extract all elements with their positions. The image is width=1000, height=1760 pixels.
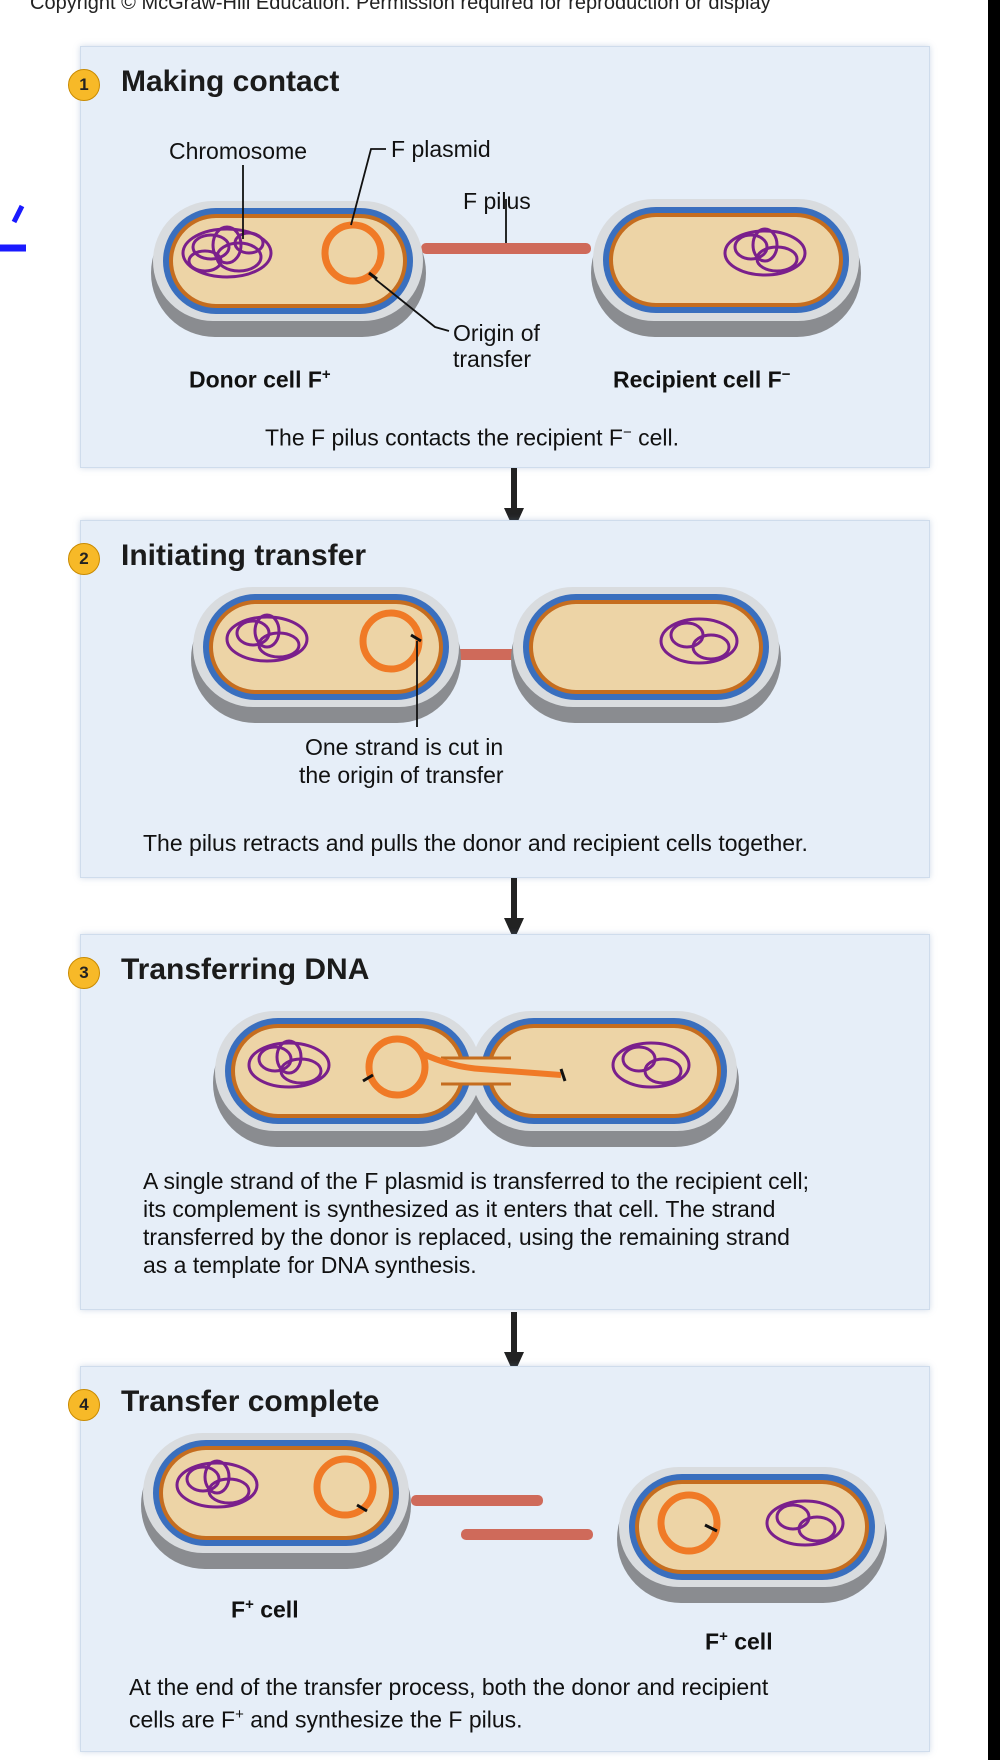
- arrow-down-icon: [504, 878, 524, 940]
- f-plasmid: [321, 221, 385, 285]
- step-2-caption: The pilus retracts and pulls the donor a…: [143, 830, 808, 856]
- donor-cell: [151, 201, 426, 337]
- pilus-fragment-upper: [411, 1495, 543, 1506]
- step-1-caption: The F pilus contacts the recipient F− ce…: [265, 424, 679, 451]
- left-cell: [141, 1433, 411, 1569]
- label-origin-line1: Origin of: [453, 320, 540, 346]
- arrow-down-icon: [504, 468, 524, 530]
- step-3-caption-line2: its complement is synthesized as it ente…: [143, 1196, 776, 1222]
- f-plasmid: [365, 1035, 429, 1099]
- step-2-panel: 2 Initiating transfer: [68, 520, 930, 878]
- step-1-title: Making contact: [121, 65, 340, 98]
- joined-cells: [213, 1011, 739, 1147]
- recipient-cell: [591, 199, 861, 337]
- step-1-illustration: [151, 148, 861, 337]
- recipient-cell: [511, 587, 781, 723]
- step-2-illustration: [191, 587, 781, 727]
- step-4-caption-line1: At the end of the transfer process, both…: [129, 1674, 769, 1700]
- step-4-badge: 4: [68, 1389, 100, 1421]
- pilus-fragment-lower: [461, 1529, 593, 1540]
- step-1-panel: 1 Making contact: [68, 46, 930, 468]
- retracted-pilus: [451, 649, 517, 660]
- step-4-illustration: [141, 1433, 887, 1603]
- label-left-f-plus-cell: F+ cell: [231, 1596, 299, 1623]
- origin-mark: [368, 271, 378, 281]
- step-1-badge: 1: [68, 69, 100, 101]
- step-3-badge: 3: [68, 957, 100, 989]
- step-2-badge: 2: [68, 543, 100, 575]
- step-3-title: Transferring DNA: [121, 953, 370, 986]
- label-f-pilus: F pilus: [463, 188, 531, 214]
- copyright-notice: Copyright © McGraw-Hill Education. Permi…: [30, 0, 771, 14]
- chromosome: [181, 225, 273, 279]
- step-2-title: Initiating transfer: [121, 539, 367, 572]
- step-3-caption-line4: as a template for DNA synthesis.: [143, 1252, 477, 1278]
- label-right-f-plus-cell: F+ cell: [705, 1628, 773, 1655]
- arrow-down-icon: [504, 1312, 524, 1374]
- f-pilus: [421, 243, 591, 254]
- label-origin-line2: transfer: [453, 346, 531, 372]
- step-3-illustration: [213, 1011, 739, 1147]
- label-cut-line1: One strand is cut in: [305, 734, 504, 760]
- transferred-strand: [419, 1050, 562, 1078]
- step-4-caption-line2: cells are F+ and synthesize the F pilus.: [129, 1706, 523, 1733]
- label-chromosome: Chromosome: [169, 138, 308, 164]
- step-4-title: Transfer complete: [121, 1385, 380, 1418]
- label-f-plasmid: F plasmid: [391, 136, 491, 162]
- right-cell: [617, 1467, 887, 1603]
- label-recipient-cell: Recipient cell F−: [613, 366, 791, 393]
- step-3-caption-line1: A single strand of the F plasmid is tran…: [143, 1168, 810, 1194]
- label-donor-cell: Donor cell F+: [189, 366, 331, 393]
- step-3-panel: 3 Transferring DNA: [68, 934, 930, 1310]
- right-edge-bar: [988, 0, 1000, 1760]
- step-4-panel: 4 Transfer complete: [68, 1366, 930, 1752]
- step-3-caption-line3: transferred by the donor is replaced, us…: [143, 1224, 790, 1250]
- blue-mark-icon: [0, 204, 26, 252]
- label-cut-line2: the origin of transfer: [299, 762, 504, 788]
- donor-cell: [191, 587, 461, 723]
